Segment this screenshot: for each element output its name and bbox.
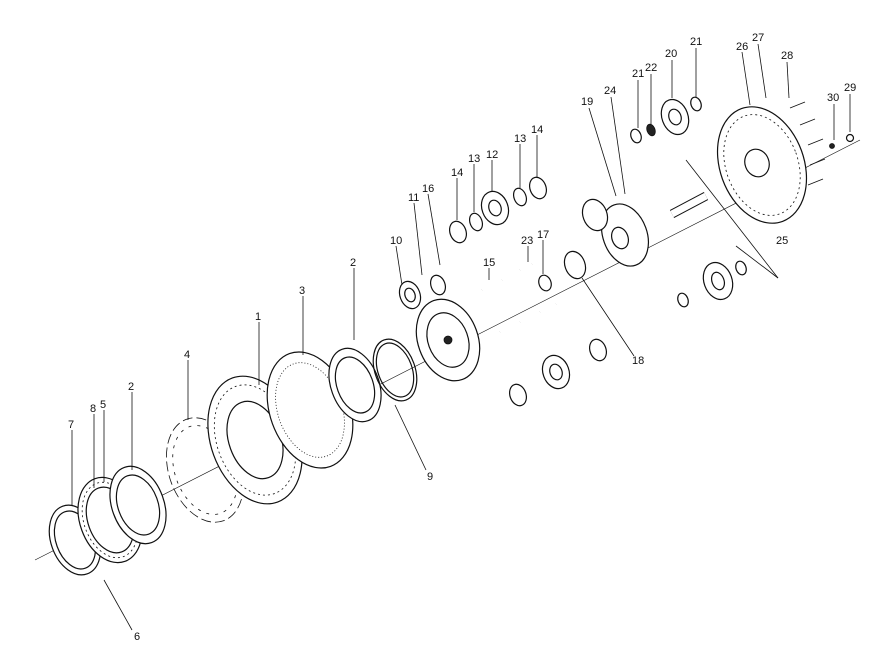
part-15-pins: [480, 277, 557, 335]
part-18-sun-gear: [563, 250, 587, 280]
callout-14-left: 14: [451, 167, 464, 179]
part-13-washer: [468, 187, 528, 232]
part-21-washer: [630, 96, 702, 144]
callout-7: 7: [68, 419, 75, 431]
leader-lines: [71, 43, 851, 631]
part-20-gear: [660, 98, 690, 136]
part-12-gear: [480, 190, 510, 226]
callout-13-right: 13: [514, 133, 527, 145]
callout-26: 26: [736, 41, 749, 53]
callout-21-left: 21: [632, 68, 645, 80]
callout-21-right: 21: [690, 36, 703, 48]
part-29-30-plug: [829, 133, 855, 149]
callout-22: 22: [645, 62, 658, 74]
part-14-bearing-upper: [448, 176, 548, 244]
callout-1: 1: [255, 311, 262, 323]
part-2-bearing-left: [109, 465, 167, 545]
callout-3: 3: [299, 285, 306, 297]
part-lower-right-gear: [677, 260, 747, 308]
callout-8: 8: [90, 403, 97, 415]
callout-14-right: 14: [531, 124, 544, 136]
callout-20: 20: [665, 48, 678, 60]
callout-9: 9: [427, 471, 434, 483]
callout-11: 11: [408, 192, 420, 204]
callout-29: 29: [844, 82, 857, 94]
part-2-bearing-right: [328, 347, 382, 423]
callout-16: 16: [422, 183, 435, 195]
callout-10: 10: [390, 235, 403, 247]
callout-18: 18: [632, 355, 645, 367]
callout-23: 23: [521, 235, 534, 247]
part-23-pin: [519, 262, 533, 272]
part-17-washer: [538, 274, 552, 292]
callout-6: 6: [134, 631, 141, 643]
part-19-second-carrier: [581, 198, 649, 267]
callout-13-left: 13: [468, 153, 481, 165]
callout-24: 24: [604, 85, 617, 97]
callout-2-right: 2: [350, 257, 357, 269]
callout-27: 27: [752, 32, 765, 44]
callout-30: 30: [827, 92, 840, 104]
part-11-bearing: [429, 274, 447, 296]
callout-4: 4: [184, 349, 191, 361]
callout-2-left: 2: [128, 381, 135, 393]
callout-19: 19: [581, 96, 594, 108]
callout-28: 28: [781, 50, 794, 62]
callout-5: 5: [100, 399, 107, 411]
part-planet-carrier: [415, 298, 481, 382]
callout-25: 25: [776, 235, 789, 247]
part-28-bolts: [789, 101, 826, 186]
part-26-end-cover: [716, 106, 808, 224]
callout-15: 15: [483, 257, 496, 269]
part-drive-shaft: [669, 192, 709, 218]
part-lower-planet-gear: [508, 338, 608, 407]
callout-17: 17: [537, 229, 550, 241]
part-9-snap-ring: [372, 338, 418, 402]
callout-12: 12: [486, 149, 499, 161]
part-22-bearing: [646, 123, 656, 137]
part-10-gear: [398, 280, 422, 310]
